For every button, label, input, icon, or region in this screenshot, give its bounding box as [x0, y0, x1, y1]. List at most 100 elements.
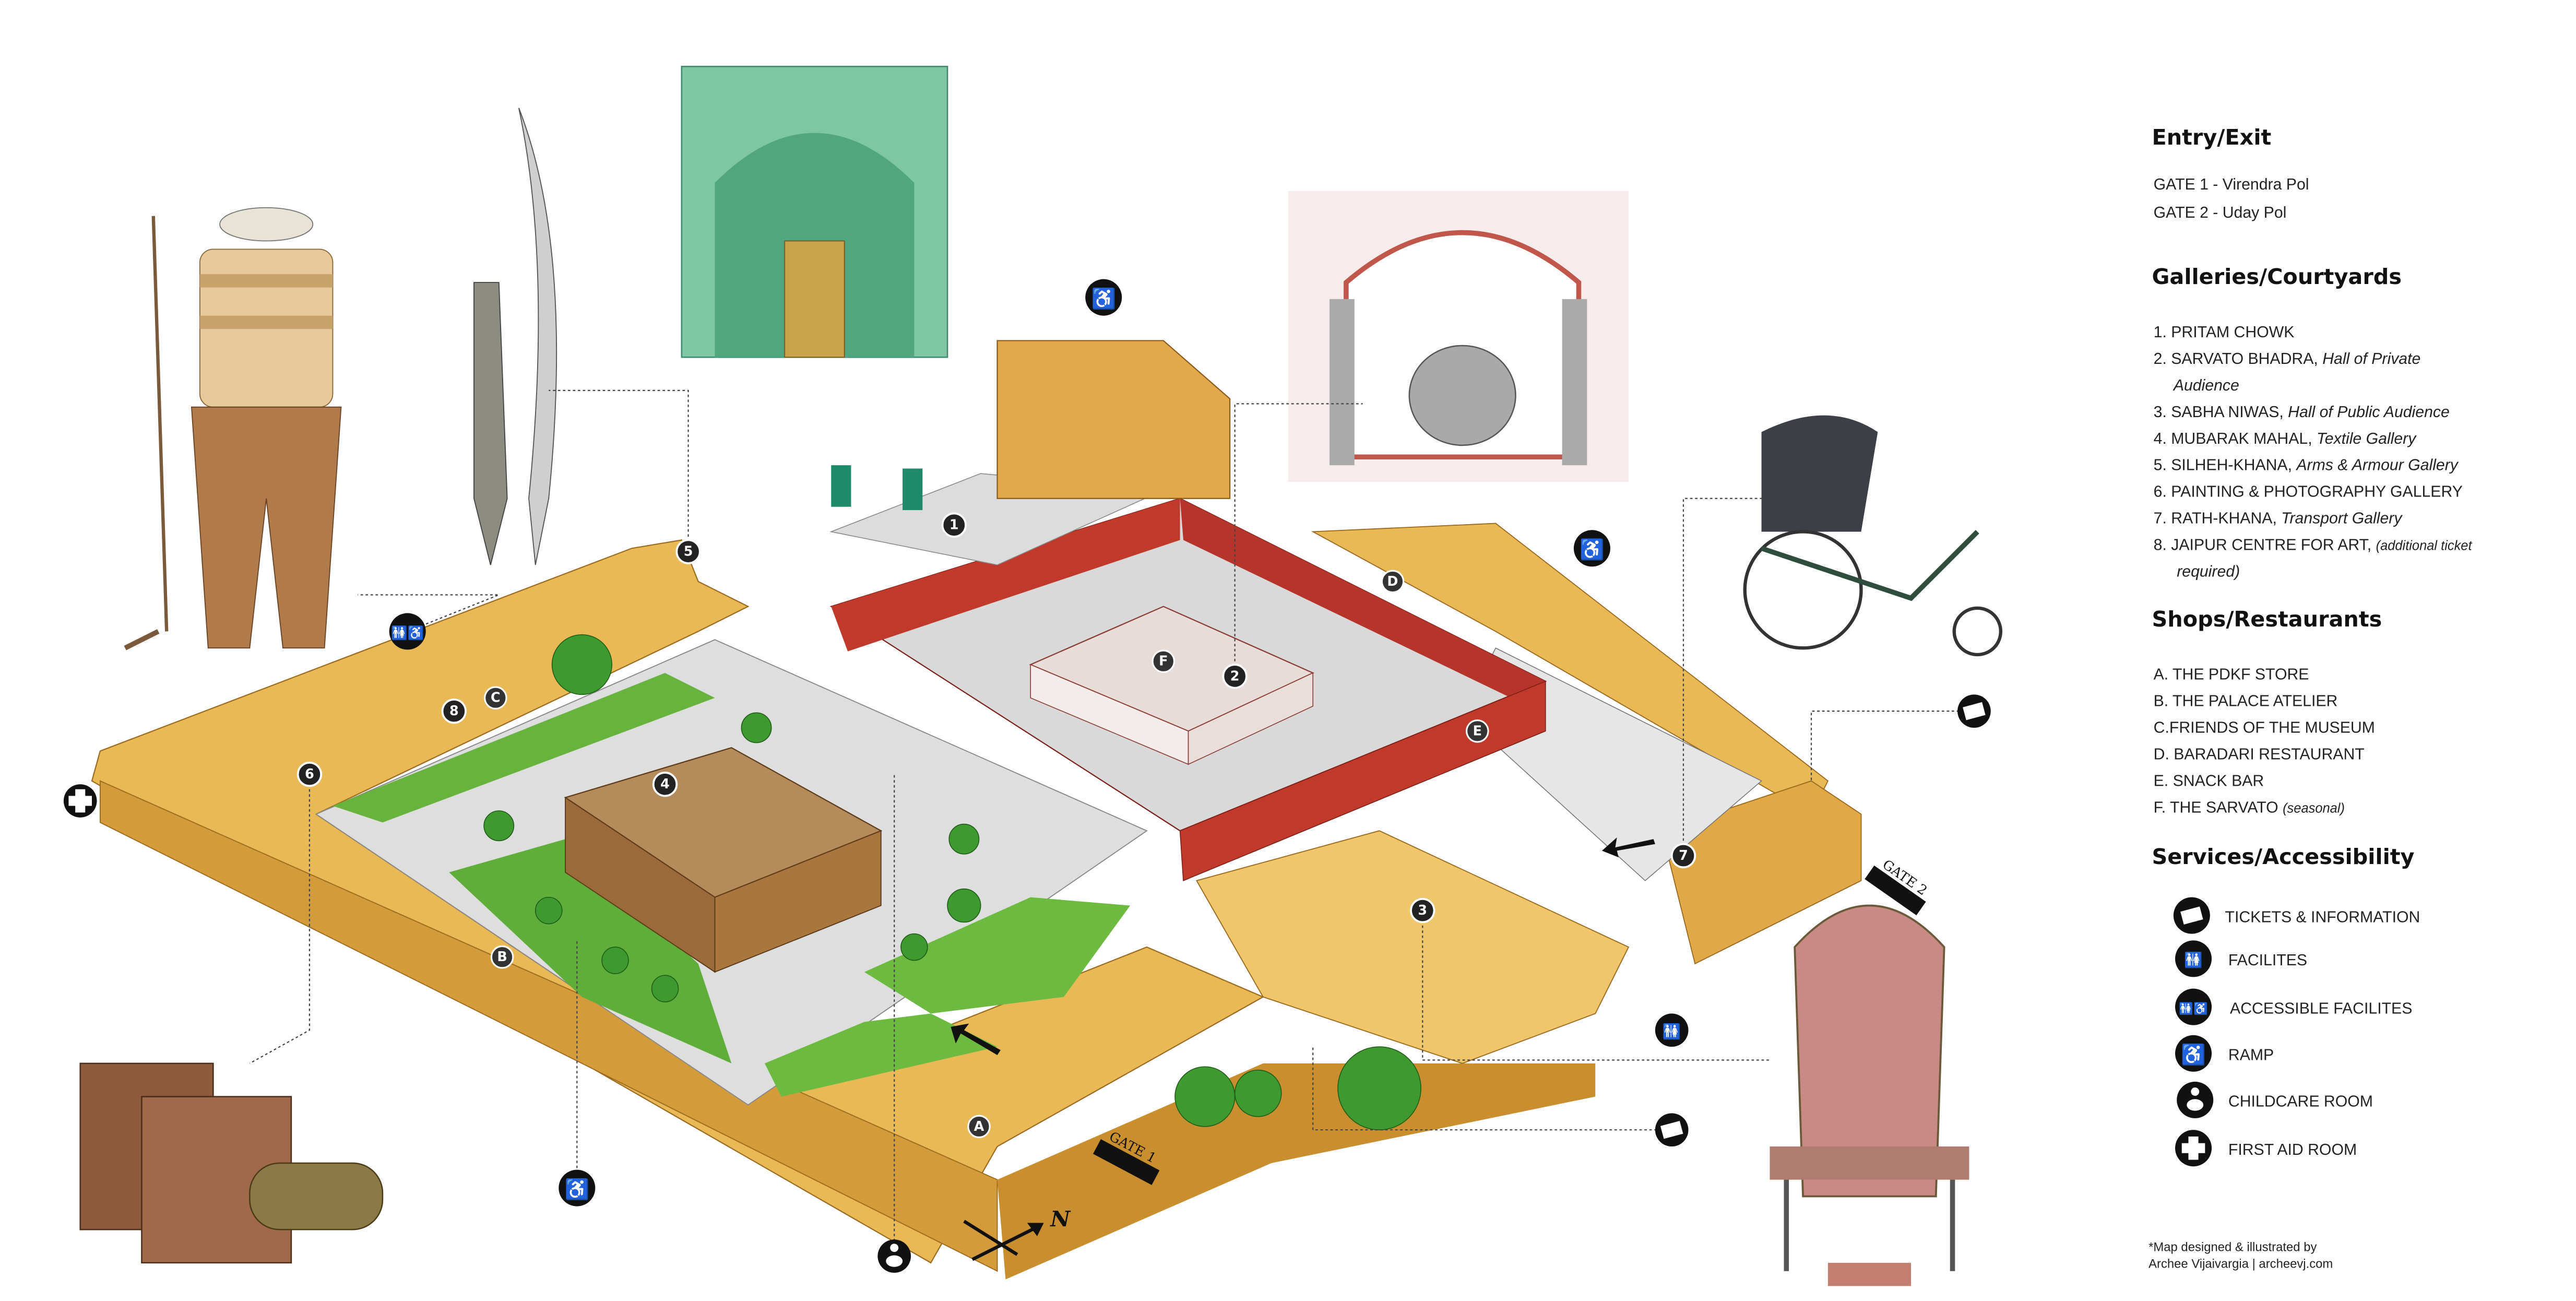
compass: N: [963, 1206, 1071, 1261]
legend-service-accessible[interactable]: 🚻♿ ACCESSIBLE FACILITES: [2175, 988, 2412, 1025]
marker-8[interactable]: 8: [441, 698, 467, 724]
legend-gallery-item[interactable]: 7. RATH-KHANA, Transport Gallery: [2154, 510, 2403, 527]
svg-text:8: 8: [449, 703, 459, 719]
svg-text:6: 6: [305, 766, 314, 782]
svg-text:🚻: 🚻: [1663, 1023, 1681, 1040]
legend-service-childcare[interactable]: CHILDCARE ROOM: [2177, 1081, 2373, 1118]
svg-text:5: 5: [684, 544, 693, 560]
legend-gate-2: GATE 2 - Uday Pol: [2154, 204, 2287, 221]
legend-gate-1: GATE 1 - Virendra Pol: [2154, 176, 2309, 193]
svg-text:🚻: 🚻: [2184, 952, 2203, 969]
svg-text:A: A: [974, 1119, 984, 1134]
marker-E[interactable]: E: [1466, 719, 1489, 743]
legend-service-facilities[interactable]: 🚻 FACILITES: [2175, 940, 2307, 977]
ramp-icon: [2175, 1035, 2212, 1072]
marker-D[interactable]: D: [1381, 570, 1405, 594]
legend-entry-title: Entry/Exit: [2152, 125, 2271, 150]
palace-complex: [91, 340, 1862, 1280]
ramp-icon[interactable]: ♿: [1085, 279, 1122, 316]
svg-text:♿: ♿: [2181, 1043, 2206, 1066]
entry-arrow-icon: [1602, 837, 1655, 858]
legend-service-first-aid[interactable]: FIRST AID ROOM: [2175, 1130, 2357, 1167]
legend-gallery-item[interactable]: 3. SABHA NIWAS, Hall of Public Audience: [2154, 404, 2450, 421]
entry-arrow-icon: [951, 1023, 1001, 1055]
svg-text:♿: ♿: [565, 1178, 590, 1201]
legend: Entry/Exit GATE 1 - Virendra Pol GATE 2 …: [2148, 125, 2472, 1271]
svg-text:TICKETS & INFORMATION: TICKETS & INFORMATION: [2225, 908, 2420, 926]
legend-services-title: Services/Accessibility: [2152, 844, 2414, 869]
legend-shop-item[interactable]: B. THE PALACE ATELIER: [2154, 693, 2338, 710]
legend-gallery-item[interactable]: 1. PRITAM CHOWK: [2154, 324, 2295, 341]
accessible-restroom-icon: [2175, 988, 2212, 1025]
marker-1[interactable]: 1: [941, 512, 967, 538]
svg-text:🚻♿: 🚻♿: [391, 625, 424, 641]
ramp-icon[interactable]: ♿: [559, 1169, 596, 1207]
map-service-icons: ♿ ♿ ♿ 🚻♿ 🚻: [63, 279, 1991, 1273]
chest-illustration: [79, 1062, 384, 1264]
svg-text:FACILITES: FACILITES: [2228, 952, 2307, 969]
svg-text:RAMP: RAMP: [2228, 1047, 2274, 1064]
legend-service-ramp[interactable]: ♿ RAMP: [2175, 1035, 2274, 1072]
marker-4[interactable]: 4: [652, 772, 678, 797]
marker-F[interactable]: F: [1152, 649, 1176, 673]
shop-markers: A B C D E F: [484, 570, 1489, 1139]
legend-gallery-item-cont: required): [2177, 563, 2240, 580]
costume-illustration: [124, 207, 342, 650]
marker-5[interactable]: 5: [675, 539, 701, 564]
svg-text:🚻♿: 🚻♿: [2179, 1001, 2207, 1015]
gallery-markers: 1 2 3 4 5 6 7 8: [296, 512, 1696, 924]
legend-shop-item[interactable]: D. BARADARI RESTAURANT: [2154, 746, 2365, 763]
svg-text:7: 7: [1679, 848, 1688, 864]
legend-shop-item[interactable]: C.FRIENDS OF THE MUSEUM: [2154, 719, 2375, 737]
credit-line-1: *Map designed & illustrated by: [2148, 1240, 2317, 1255]
ticket-icon[interactable]: [1957, 694, 1991, 728]
accessible-restroom-icon[interactable]: 🚻♿: [389, 613, 426, 650]
throne-illustration: [1770, 904, 1969, 1286]
childcare-icon[interactable]: [877, 1239, 911, 1273]
legend-shop-item[interactable]: F. THE SARVATO (seasonal): [2154, 799, 2345, 816]
sword-illustration: [473, 108, 557, 565]
first-aid-icon[interactable]: [63, 784, 97, 818]
svg-text:D: D: [1387, 574, 1398, 589]
credit-line-2: Archee Vijaivargia | archeevj.com: [2148, 1257, 2333, 1271]
svg-text:♿: ♿: [1580, 538, 1605, 561]
legend-service-tickets[interactable]: TICKETS & INFORMATION: [2173, 897, 2420, 934]
marker-7[interactable]: 7: [1670, 843, 1696, 869]
svg-text:FIRST AID ROOM: FIRST AID ROOM: [2228, 1141, 2357, 1158]
doorway-illustration: [681, 66, 948, 358]
svg-text:1: 1: [949, 517, 959, 533]
marker-A[interactable]: A: [967, 1115, 991, 1139]
leader-lines: [249, 389, 1974, 1257]
svg-text:ACCESSIBLE FACILITES: ACCESSIBLE FACILITES: [2230, 1000, 2412, 1017]
north-label: N: [1049, 1206, 1071, 1232]
legend-shop-item[interactable]: E. SNACK BAR: [2154, 772, 2264, 789]
legend-shop-item[interactable]: A. THE PDKF STORE: [2154, 666, 2309, 683]
svg-text:C: C: [491, 690, 501, 706]
ticket-icon[interactable]: [1655, 1113, 1689, 1147]
svg-text:4: 4: [660, 776, 670, 792]
marker-3[interactable]: 3: [1410, 897, 1435, 924]
legend-gallery-item[interactable]: 4. MUBARAK MAHAL, Textile Gallery: [2154, 430, 2417, 447]
restroom-icon: [2175, 940, 2212, 977]
legend-gallery-item[interactable]: 6. PAINTING & PHOTOGRAPHY GALLERY: [2154, 483, 2463, 501]
legend-shops-title: Shops/Restaurants: [2152, 607, 2382, 632]
marker-C[interactable]: C: [484, 686, 507, 709]
legend-gallery-item-cont: Audience: [2173, 377, 2239, 394]
marker-2[interactable]: 2: [1222, 664, 1248, 689]
urn-illustration: [1288, 191, 1629, 482]
svg-text:F: F: [1159, 654, 1168, 669]
legend-gallery-item[interactable]: 2. SARVATO BHADRA, Hall of Private: [2154, 350, 2421, 368]
ramp-icon[interactable]: ♿: [1573, 530, 1610, 567]
svg-text:2: 2: [1230, 668, 1240, 684]
rickshaw-illustration: [1743, 415, 2003, 657]
legend-gallery-item[interactable]: 5. SILHEH-KHANA, Arms & Armour Gallery: [2154, 457, 2459, 474]
restroom-icon[interactable]: 🚻: [1655, 1013, 1689, 1047]
legend-gallery-item[interactable]: 8. JAIPUR CENTRE FOR ART, (additional ti…: [2154, 536, 2473, 553]
svg-text:E: E: [1473, 723, 1482, 739]
marker-6[interactable]: 6: [296, 761, 323, 787]
svg-text:B: B: [497, 949, 507, 965]
marker-B[interactable]: B: [490, 945, 514, 969]
legend-galleries-title: Galleries/Courtyards: [2152, 264, 2401, 289]
svg-text:CHILDCARE ROOM: CHILDCARE ROOM: [2228, 1093, 2373, 1110]
